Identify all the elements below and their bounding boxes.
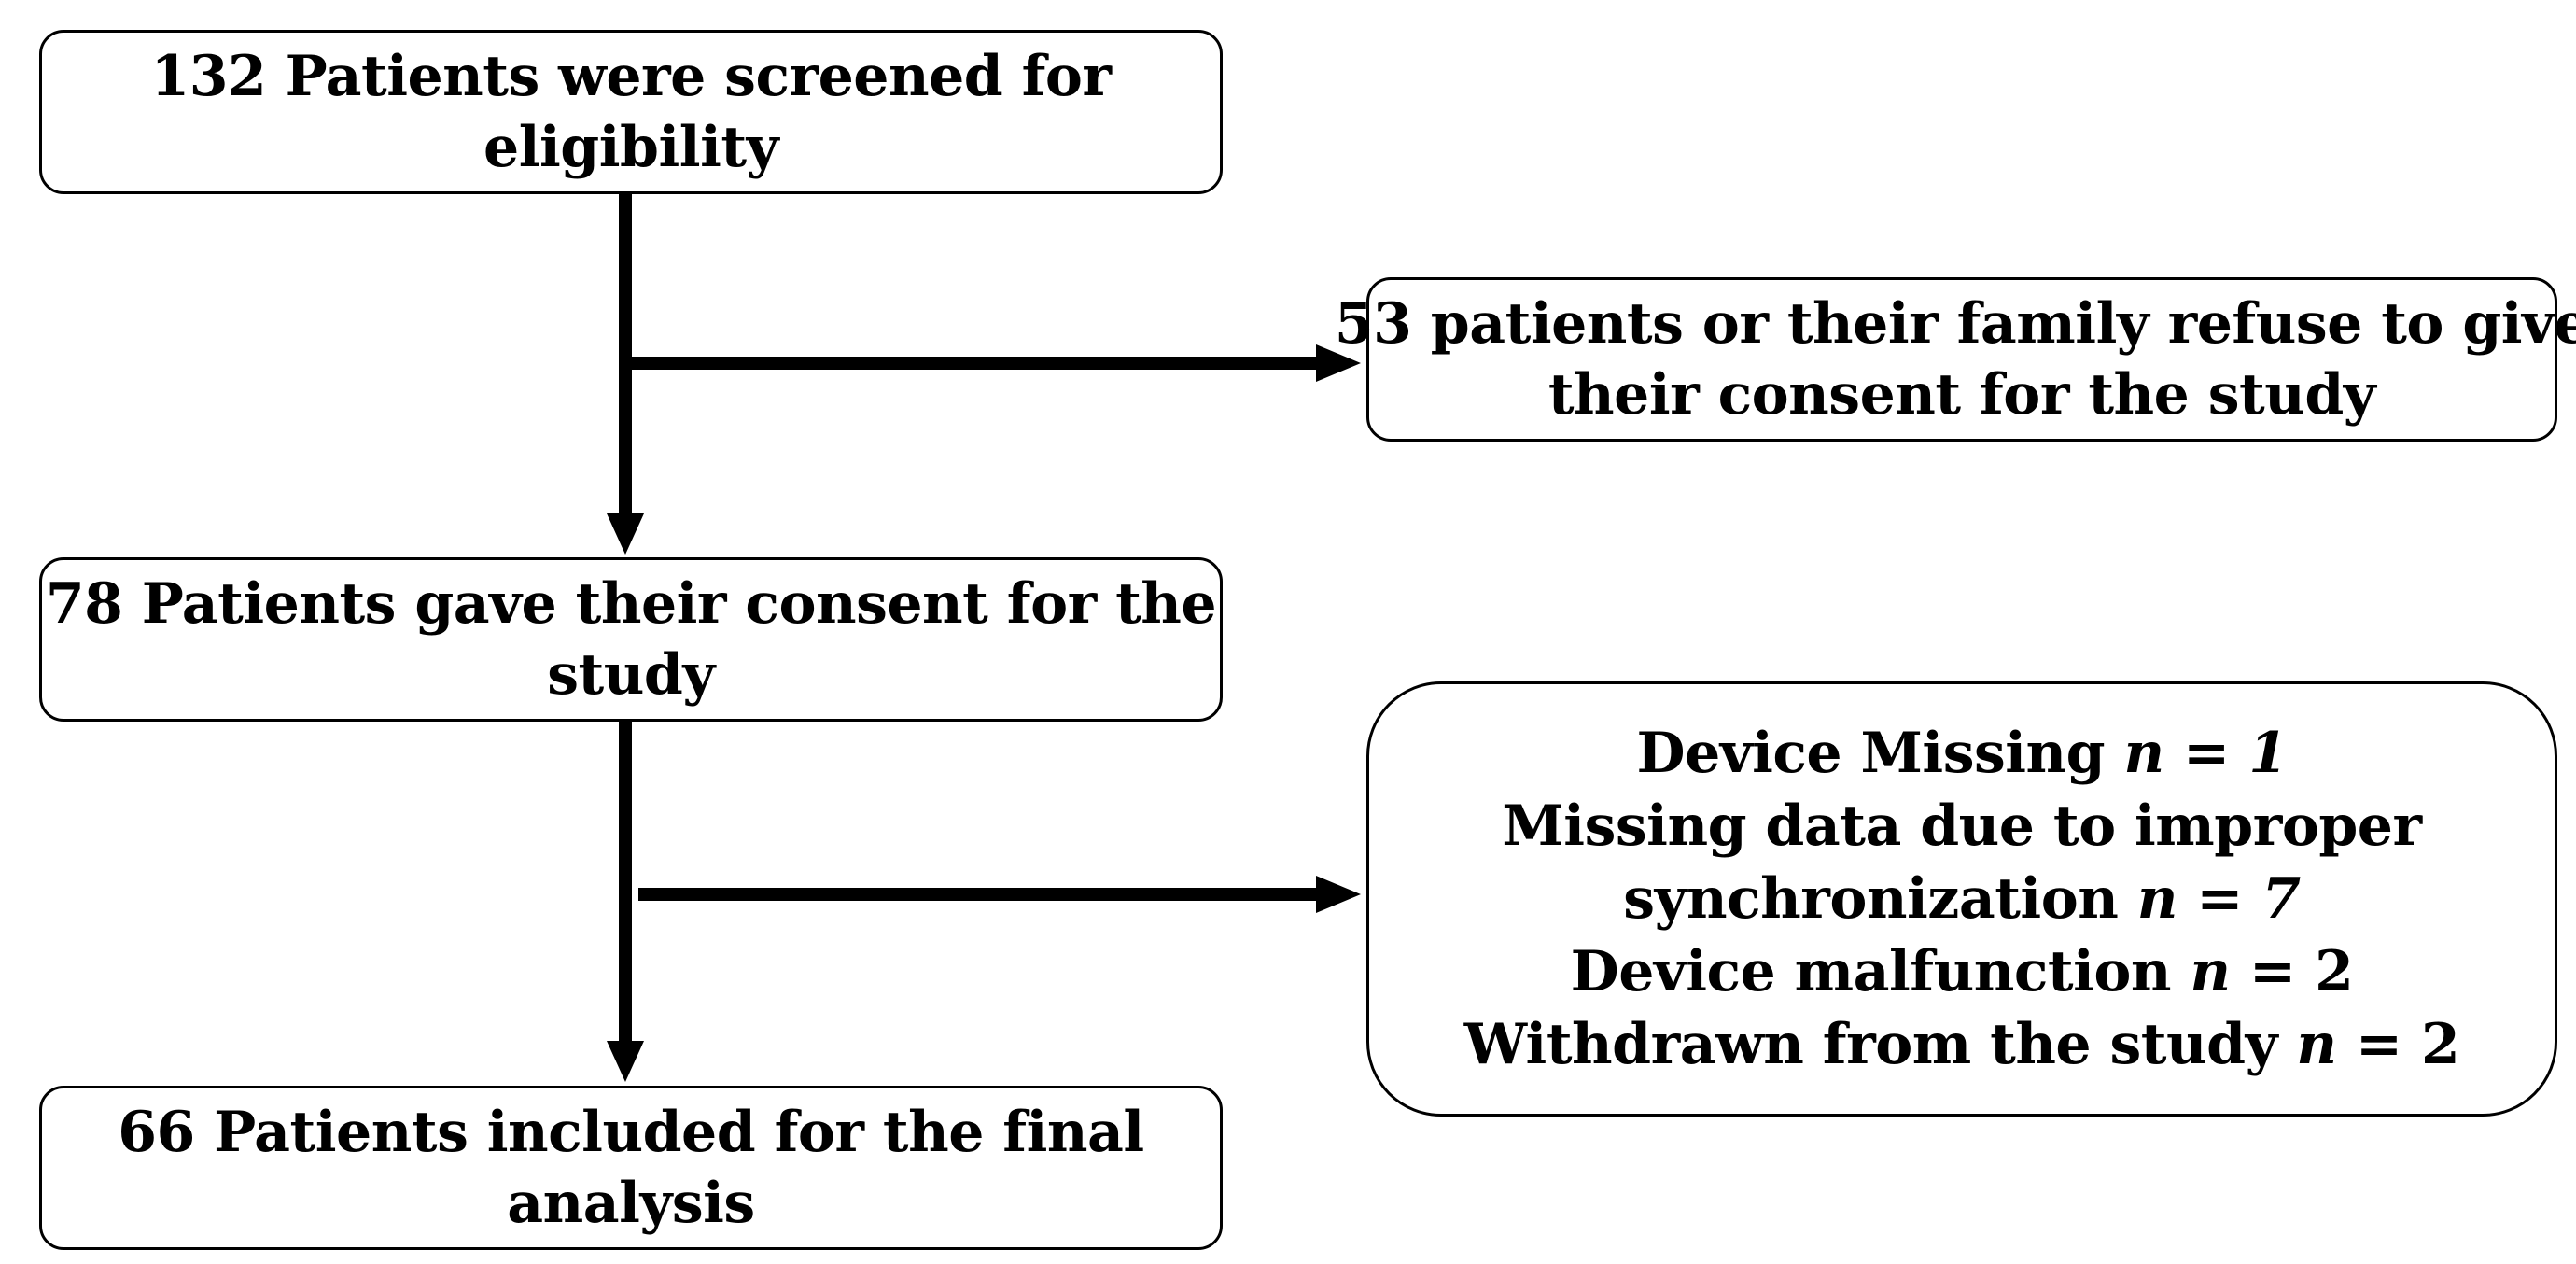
arrowhead-final bbox=[607, 1041, 644, 1082]
final-line-2: analysis bbox=[507, 1171, 755, 1236]
excluded-item-var: n bbox=[2136, 866, 2178, 932]
excluded-item-var: n bbox=[2296, 1012, 2337, 1077]
excluded-item-label: Withdrawn from the study bbox=[1463, 1012, 2297, 1077]
excluded-item-synchronization: synchronization n = 7 bbox=[1623, 863, 2301, 935]
excluded-item-withdrawn: Withdrawn from the study n = 2 bbox=[1464, 1008, 2460, 1081]
excluded-box: Device Missing n = 1 Missing data due to… bbox=[1366, 681, 2557, 1117]
excluded-item-label: Missing data due to improper bbox=[1502, 794, 2422, 859]
final-line-1: 66 Patients included for the final bbox=[118, 1100, 1144, 1165]
excluded-item-value: 2 bbox=[2315, 939, 2354, 1004]
screened-line-1: 132 Patients were screened for bbox=[150, 44, 1112, 109]
consented-line-1: 78 Patients gave their consent for the bbox=[45, 571, 1217, 637]
excluded-item-device-malfunction: Device malfunction n = 2 bbox=[1571, 935, 2354, 1008]
excluded-item-missing-data: Missing data due to improper bbox=[1502, 790, 2422, 863]
refused-box: 53 patients or their family refuse to gi… bbox=[1335, 277, 2576, 442]
excluded-item-value: 7 bbox=[2261, 866, 2301, 932]
consented-box: 78 Patients gave their consent for the s… bbox=[39, 557, 1223, 722]
excluded-item-var: n bbox=[2190, 939, 2231, 1004]
screened-box: 132 Patients were screened for eligibili… bbox=[39, 30, 1223, 194]
excluded-item-label: synchronization bbox=[1623, 866, 2137, 932]
excluded-item-label: Device malfunction bbox=[1570, 939, 2191, 1004]
arrowhead-consent bbox=[607, 513, 644, 555]
arrowhead-refused bbox=[1316, 344, 1361, 382]
screened-line-2: eligibility bbox=[483, 115, 778, 180]
consented-line-2: study bbox=[547, 642, 715, 708]
excluded-item-eq: = bbox=[2177, 866, 2262, 932]
excluded-item-value: 2 bbox=[2421, 1012, 2460, 1077]
excluded-item-var: n bbox=[2123, 721, 2165, 786]
excluded-item-label: Device Missing bbox=[1636, 721, 2124, 786]
excluded-item-value: 1 bbox=[2248, 721, 2288, 786]
final-analysis-box: 66 Patients included for the final analy… bbox=[39, 1086, 1223, 1250]
arrowhead-excluded bbox=[1316, 876, 1361, 913]
excluded-item-eq: = bbox=[2163, 721, 2249, 786]
excluded-item-eq: = bbox=[2336, 1012, 2422, 1077]
refused-line-2: their consent for the study bbox=[1547, 362, 2376, 428]
refused-line-1: 53 patients or their family refuse to gi… bbox=[1334, 291, 2576, 357]
excluded-item-eq: = bbox=[2230, 939, 2316, 1004]
excluded-item-device-missing: Device Missing n = 1 bbox=[1637, 717, 2288, 790]
